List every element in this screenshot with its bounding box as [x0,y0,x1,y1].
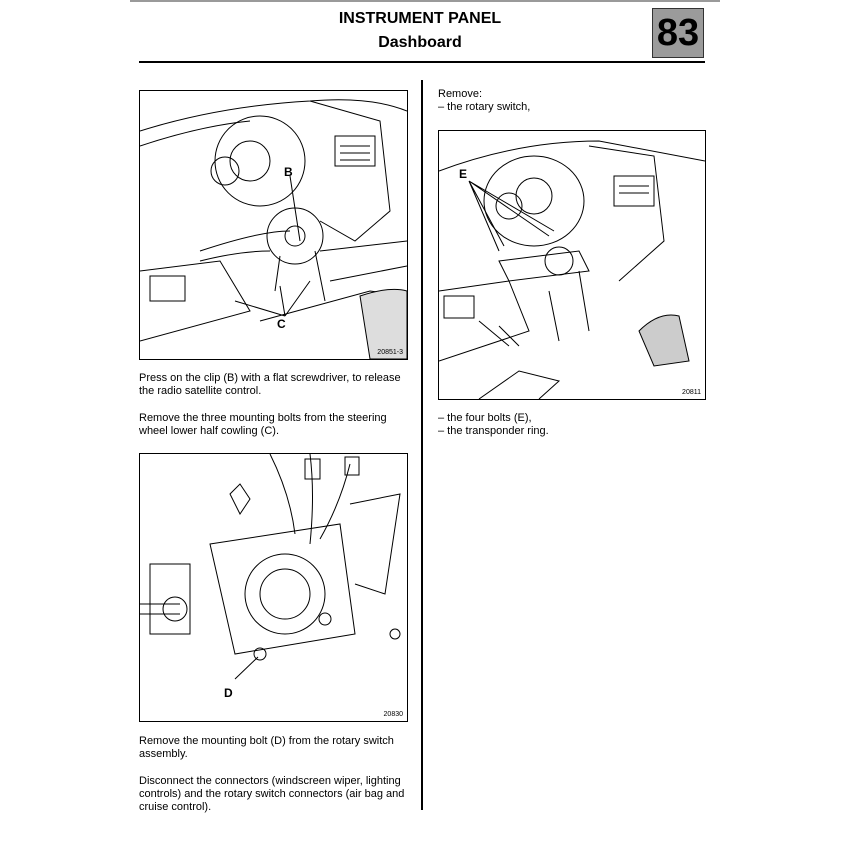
figure-rotary-switch: D 20830 [139,453,408,722]
list-item: – the four bolts (E), [438,412,532,424]
callout-label-b: B [284,165,293,179]
figure-number: 20811 [682,389,701,396]
instruction-paragraph: Press on the clip (B) with a flat screwd… [139,372,401,397]
dashboard-illustration [140,99,407,359]
section-number-badge: 83 [652,8,704,58]
list-item: – the rotary switch, [438,101,531,113]
list-item: – the transponder ring. [438,425,549,437]
instruction-paragraph: Disconnect the connectors (windscreen wi… [139,775,405,813]
column-divider [421,80,423,810]
header-rule [139,61,705,63]
page-subtitle: Dashboard [378,34,462,51]
figure-dashboard-clip: B C 20851-3 [139,90,408,360]
callout-label-d: D [224,686,233,700]
callout-label-e: E [459,167,468,181]
steering-column-illustration [439,140,705,399]
rotary-switch-illustration [140,454,401,680]
figure-number: 20851-3 [377,349,403,356]
instruction-paragraph: Remove the mounting bolt (D) from the ro… [139,735,394,760]
page-title: INSTRUMENT PANEL [338,10,502,27]
instruction-paragraph: Remove the three mounting bolts from the… [139,412,387,437]
remove-heading: Remove: [438,88,483,100]
figure-transponder-bolts: E 20811 [438,130,706,400]
figure-number: 20830 [383,711,403,718]
page-top-border [130,0,720,2]
callout-label-c: C [277,317,286,331]
